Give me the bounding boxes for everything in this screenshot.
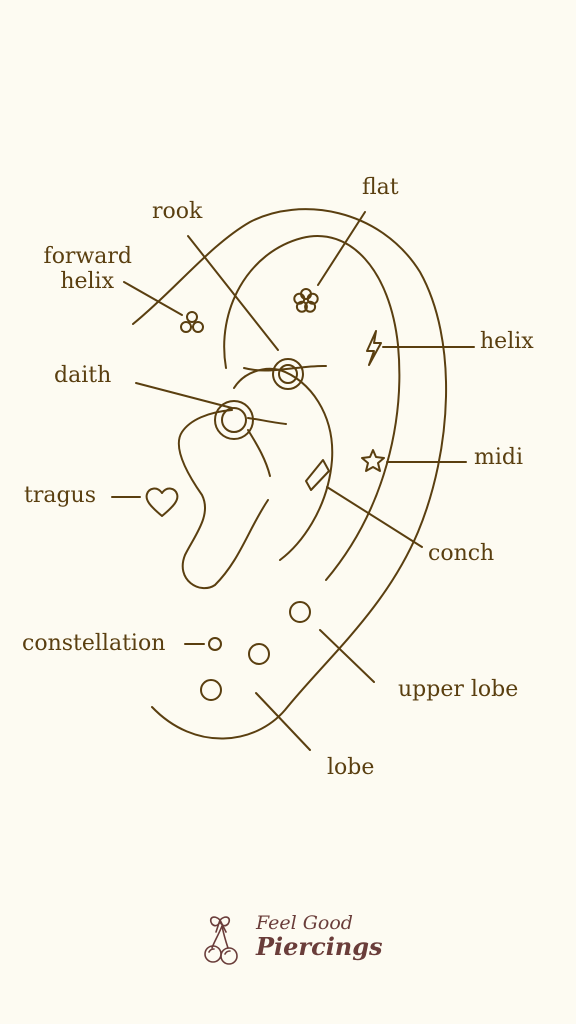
star-icon <box>361 449 385 472</box>
cherry-bow-icon <box>204 916 238 965</box>
leader-flat <box>317 211 366 286</box>
leader-forward-helix <box>123 281 183 316</box>
label-upper-lobe: upper lobe <box>398 677 519 702</box>
label-conch: conch <box>428 541 495 566</box>
leader-conch <box>326 486 423 548</box>
ear-antihelix <box>233 367 334 561</box>
brand-name-line1: Feel Good <box>256 912 353 934</box>
ear-crus <box>247 429 271 477</box>
stud-circle-icon <box>200 679 222 701</box>
ear-outer-outline <box>132 208 448 740</box>
stud-circle-icon <box>289 601 311 623</box>
label-lobe: lobe <box>327 755 375 780</box>
label-tragus: tragus <box>24 483 97 508</box>
diamond-icon <box>305 459 330 491</box>
stud-circle-icon <box>248 643 270 665</box>
stud-circle-icon <box>208 637 222 651</box>
hoop-ring-icon <box>272 358 304 390</box>
brand-name-line2: Piercings <box>256 932 383 961</box>
ear-helix-rim <box>223 235 401 581</box>
ear-tragus-contour <box>177 409 269 590</box>
lightning-bolt-icon <box>366 330 382 366</box>
ear-crus-short <box>247 417 287 425</box>
brand-logo: Feel Good Piercings <box>200 910 390 970</box>
label-midi: midi <box>474 445 524 470</box>
hoop-ring-icon <box>214 400 254 440</box>
heart-icon <box>145 487 179 517</box>
leader-upper-lobe <box>319 629 375 683</box>
label-daith: daith <box>54 363 112 388</box>
flower-icon <box>293 288 319 313</box>
label-constellation: constellation <box>22 631 166 656</box>
trinity-dots-icon <box>180 311 204 333</box>
leader-daith <box>135 382 233 409</box>
ear-concha-curve <box>243 364 327 372</box>
label-rook: rook <box>152 199 203 224</box>
label-helix: helix <box>480 329 534 354</box>
label-forward-helix-line2: helix <box>60 269 114 294</box>
label-flat: flat <box>362 175 399 200</box>
leader-rook <box>187 235 279 351</box>
label-forward-helix-line1: forward <box>43 244 132 269</box>
leader-lobe <box>255 692 311 751</box>
